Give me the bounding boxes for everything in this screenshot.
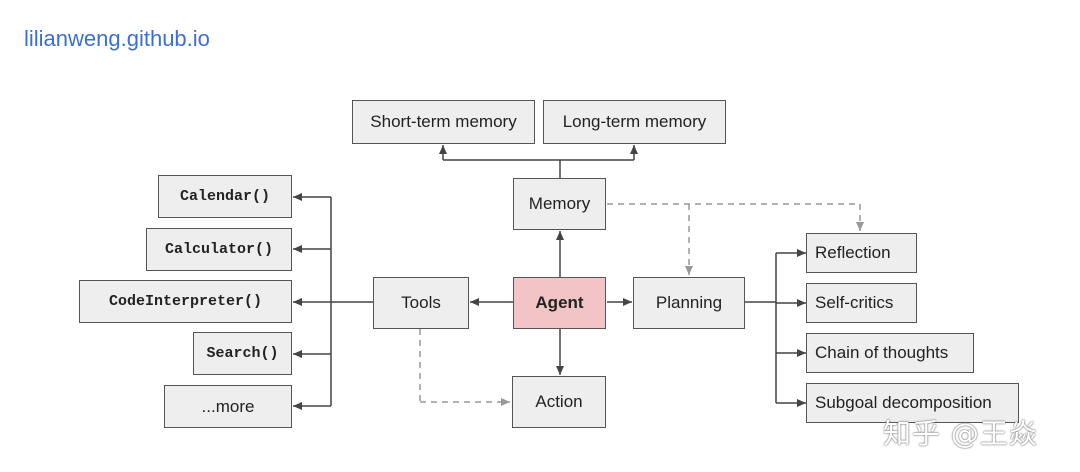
planning-chain-of-thoughts: Chain of thoughts [806, 333, 974, 373]
tool-search: Search() [193, 332, 292, 375]
long-term-memory-node: Long-term memory [543, 100, 726, 144]
planning-subgoal-decomposition: Subgoal decomposition [806, 383, 1019, 423]
tool-calendar: Calendar() [158, 175, 292, 218]
planning-node: Planning [633, 277, 745, 329]
tool-code-interpreter: CodeInterpreter() [79, 280, 292, 323]
agent-node: Agent [513, 277, 606, 329]
watermark-text: 知乎 @王焱 [883, 417, 1038, 450]
tools-node: Tools [373, 277, 469, 329]
planning-self-critics: Self-critics [806, 283, 917, 323]
source-link[interactable]: lilianweng.github.io [24, 26, 210, 51]
short-term-memory-node: Short-term memory [352, 100, 535, 144]
action-node: Action [512, 376, 606, 428]
planning-reflection: Reflection [806, 233, 917, 273]
memory-node: Memory [513, 178, 606, 230]
tool-calculator: Calculator() [146, 228, 292, 271]
tool-more: ...more [164, 385, 292, 428]
